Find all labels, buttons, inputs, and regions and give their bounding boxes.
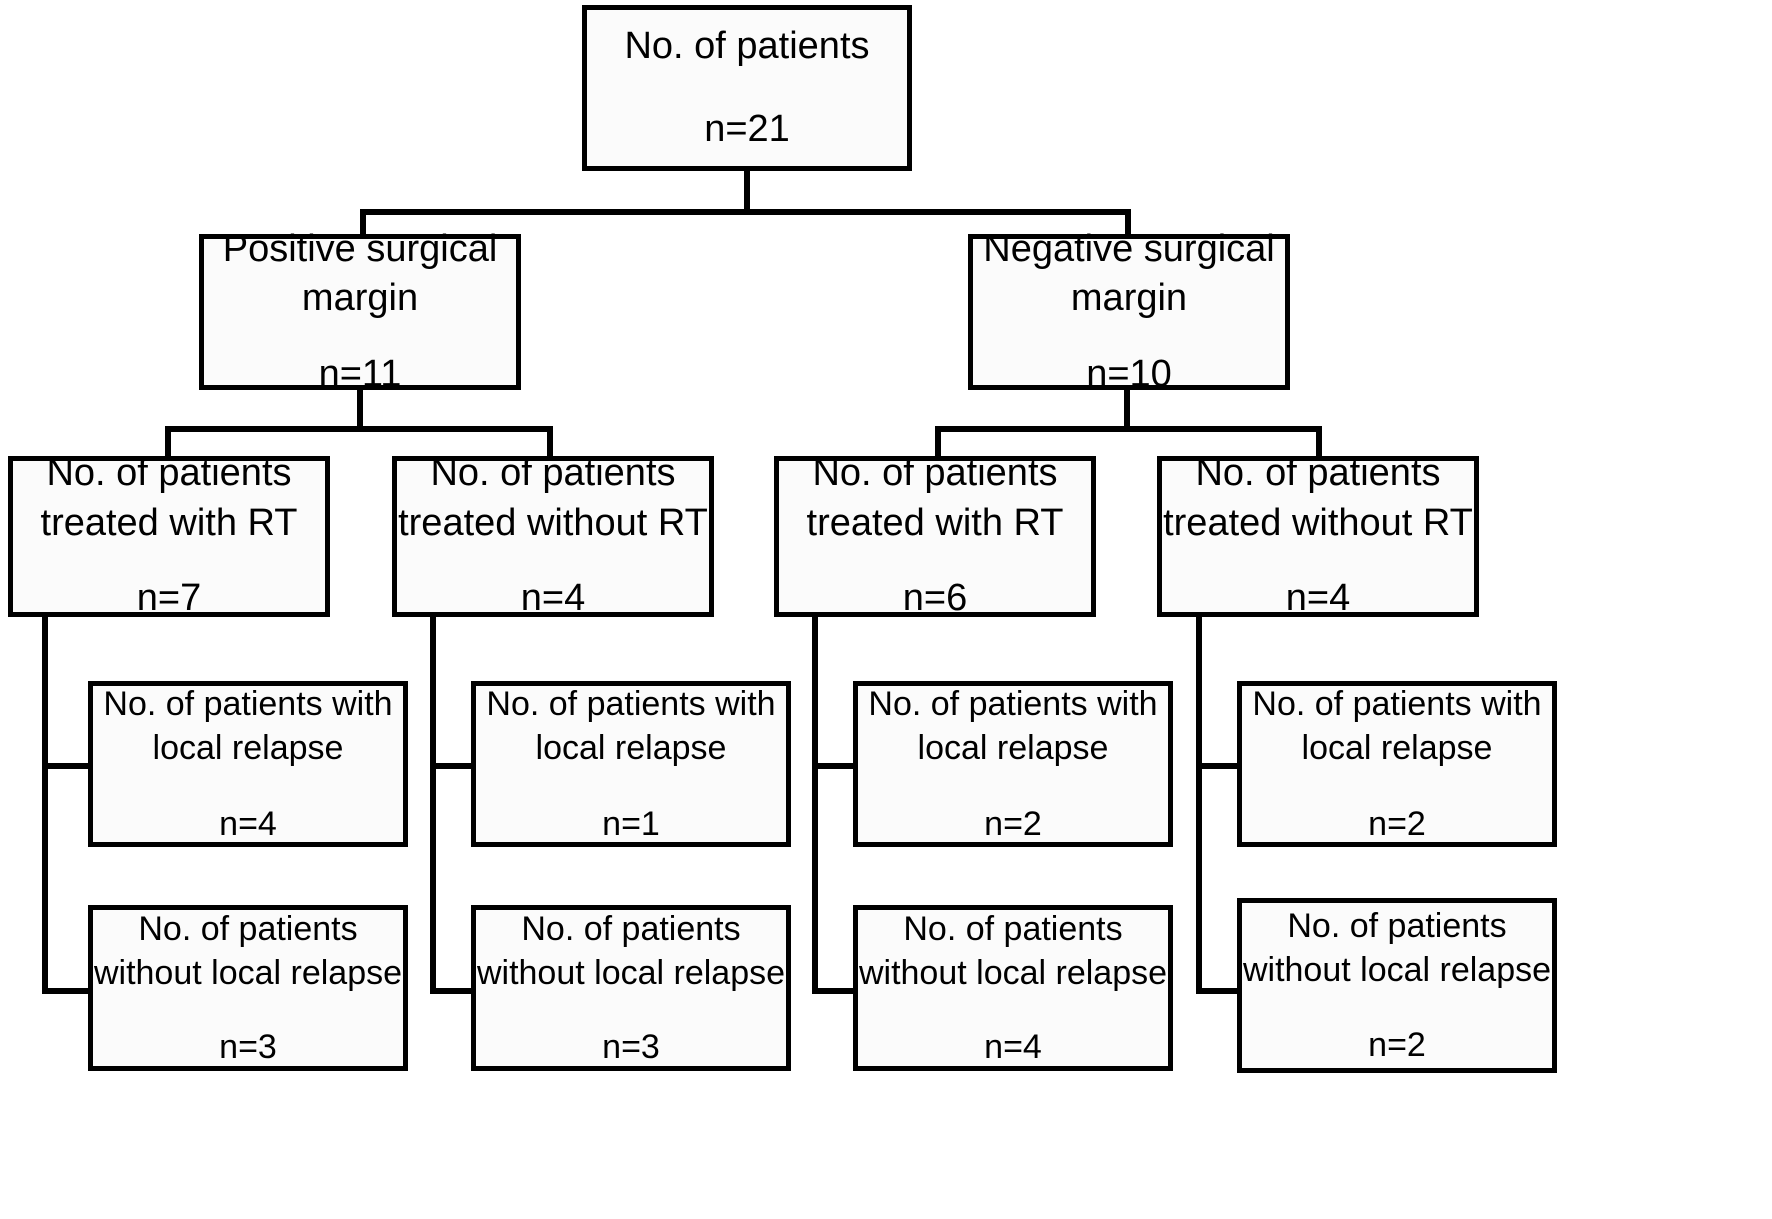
connector-col4-to-relapse: [1196, 763, 1241, 769]
connector-positive-bus: [165, 426, 553, 432]
node-total-patients[interactable]: No. of patients n=21: [582, 5, 912, 171]
node-negative-without-rt-relapse-label: No. of patients with local relapse: [1252, 684, 1542, 767]
node-negative-with-rt-relapse-count: n=2: [984, 805, 1042, 844]
connector-col2-drop: [430, 614, 436, 994]
connector-col1-drop: [42, 614, 48, 994]
node-negative-without-rt-relapse[interactable]: No. of patients with local relapse n=2: [1237, 681, 1557, 847]
node-positive-with-rt-relapse-label: No. of patients with local relapse: [103, 684, 393, 767]
connector-root-stem: [744, 168, 750, 212]
connector-col3-to-norelapse: [812, 988, 857, 994]
connector-to-positive-margin: [360, 209, 366, 237]
node-positive-margin-label: Positive surgical margin: [222, 227, 498, 320]
connector-to-pos-without-rt: [547, 426, 553, 459]
connector-col4-to-norelapse: [1196, 988, 1241, 994]
connector-col4-drop: [1196, 614, 1202, 994]
node-total-patients-count: n=21: [704, 108, 790, 150]
node-positive-without-rt-relapse-label: No. of patients with local relapse: [486, 684, 776, 767]
node-positive-with-rt-no-relapse[interactable]: No. of patients without local relapse n=…: [88, 905, 408, 1071]
node-negative-with-rt-no-relapse-count: n=4: [984, 1028, 1042, 1067]
node-negative-without-rt-no-relapse-label: No. of patients without local relapse: [1242, 907, 1552, 990]
node-positive-without-rt-relapse[interactable]: No. of patients with local relapse n=1: [471, 681, 791, 847]
node-positive-without-rt-label: No. of patients treated without RT: [398, 452, 708, 544]
node-positive-with-rt-relapse[interactable]: No. of patients with local relapse n=4: [88, 681, 408, 847]
node-negative-without-rt-label: No. of patients treated without RT: [1163, 452, 1473, 544]
node-positive-without-rt-no-relapse[interactable]: No. of patients without local relapse n=…: [471, 905, 791, 1071]
node-negative-without-rt-no-relapse-count: n=2: [1368, 1025, 1426, 1064]
node-positive-with-rt-count: n=7: [136, 577, 202, 620]
node-positive-with-rt[interactable]: No. of patients treated with RT n=7: [8, 452, 330, 619]
node-negative-with-rt[interactable]: No. of patients treated with RT n=6: [774, 452, 1096, 619]
connector-to-neg-with-rt: [935, 426, 941, 459]
connector-col2-to-relapse: [430, 763, 475, 769]
node-negative-margin-label: Negative surgical margin: [983, 227, 1275, 320]
node-positive-with-rt-no-relapse-count: n=3: [219, 1028, 277, 1067]
connector-negative-stem: [1124, 387, 1130, 429]
node-positive-margin[interactable]: Positive surgical margin n=11: [199, 228, 521, 395]
node-total-patients-label: No. of patients: [624, 24, 870, 67]
node-negative-with-rt-relapse-label: No. of patients with local relapse: [868, 684, 1158, 767]
connector-to-pos-with-rt: [165, 426, 171, 459]
node-negative-with-rt-count: n=6: [902, 577, 968, 620]
node-positive-without-rt[interactable]: No. of patients treated without RT n=4: [392, 452, 714, 619]
node-positive-with-rt-relapse-count: n=4: [219, 805, 277, 844]
node-positive-with-rt-no-relapse-label: No. of patients without local relapse: [93, 909, 403, 992]
connector-col2-to-norelapse: [430, 988, 475, 994]
connector-negative-bus: [935, 426, 1322, 432]
connector-positive-stem: [357, 387, 363, 429]
node-positive-without-rt-no-relapse-count: n=3: [602, 1028, 660, 1067]
connector-to-neg-without-rt: [1316, 426, 1322, 459]
node-negative-with-rt-no-relapse-label: No. of patients without local relapse: [858, 909, 1168, 992]
connector-col1-to-norelapse: [42, 988, 92, 994]
connector-col1-to-relapse: [42, 763, 92, 769]
connector-col3-to-relapse: [812, 763, 857, 769]
node-positive-without-rt-count: n=4: [520, 577, 586, 620]
node-negative-with-rt-relapse[interactable]: No. of patients with local relapse n=2: [853, 681, 1173, 847]
node-negative-margin[interactable]: Negative surgical margin n=10: [968, 228, 1290, 395]
node-positive-margin-count: n=11: [318, 352, 402, 395]
connector-to-negative-margin: [1125, 209, 1131, 237]
node-negative-without-rt-relapse-count: n=2: [1368, 805, 1426, 844]
node-positive-with-rt-label: No. of patients treated with RT: [40, 452, 298, 544]
node-negative-without-rt-no-relapse[interactable]: No. of patients without local relapse n=…: [1237, 898, 1557, 1073]
node-negative-with-rt-no-relapse[interactable]: No. of patients without local relapse n=…: [853, 905, 1173, 1071]
node-negative-without-rt[interactable]: No. of patients treated without RT n=4: [1157, 452, 1479, 619]
node-negative-margin-count: n=10: [1086, 352, 1172, 395]
node-positive-without-rt-no-relapse-label: No. of patients without local relapse: [476, 909, 786, 992]
node-negative-without-rt-count: n=4: [1285, 577, 1351, 620]
node-negative-with-rt-label: No. of patients treated with RT: [806, 452, 1064, 544]
node-positive-without-rt-relapse-count: n=1: [602, 805, 660, 844]
connector-col3-drop: [812, 614, 818, 994]
connector-level2-bus: [360, 209, 1131, 215]
